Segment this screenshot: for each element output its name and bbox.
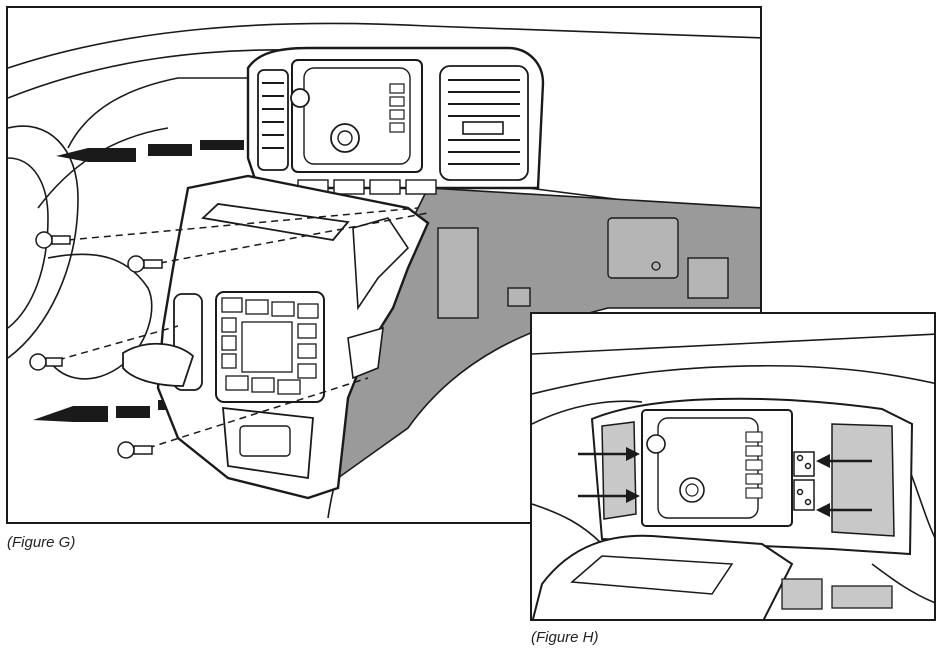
figure-h-illustration (532, 333, 934, 619)
screw-paths (57, 207, 429, 449)
dashboard-outline-h (532, 333, 934, 604)
radio-unit-h (641, 409, 793, 527)
mounting-brackets (793, 451, 815, 511)
upper-radio-bezel (246, 46, 545, 195)
arrow-icon (816, 454, 872, 468)
trim-slot (570, 555, 734, 595)
figure-g-panel (6, 6, 762, 524)
screw-icon (29, 353, 63, 371)
screw-icon (35, 231, 71, 249)
dash-screw-hole (651, 261, 661, 271)
figure-g-illustration (8, 22, 760, 519)
figure-h-caption: (Figure H) (531, 629, 599, 646)
arrow-icon (816, 503, 872, 517)
lower-brackets-h (781, 578, 893, 610)
removal-arrows-upper (56, 140, 244, 162)
steering-wheel-outline (8, 125, 153, 380)
screw-icon (127, 255, 163, 273)
right-cavity (831, 423, 895, 537)
arrow-icon (578, 489, 640, 503)
left-cavity (601, 421, 637, 520)
figure-g-caption: (Figure G) (7, 534, 76, 551)
dash-brackets (437, 217, 729, 319)
arrow-icon (578, 447, 640, 461)
lower-trim-panel (122, 174, 430, 500)
screw-icon (117, 441, 153, 459)
figure-h-panel (530, 312, 936, 621)
